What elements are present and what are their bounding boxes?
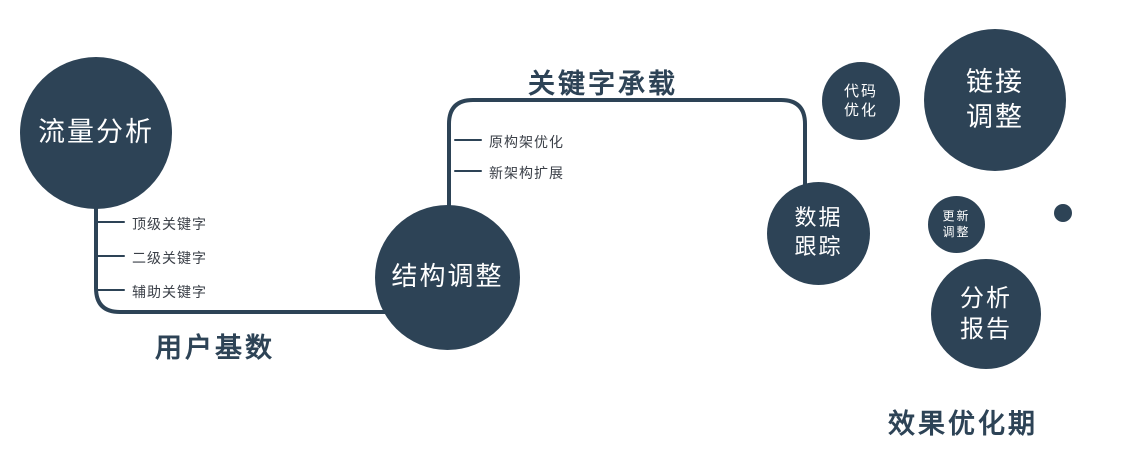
- node-data-tracking: 数据 跟踪: [767, 182, 870, 285]
- branch-original-arch-optimize: 原构架优化: [489, 135, 564, 151]
- edge-traffic-to-structure: [94, 188, 388, 314]
- node-analysis-report-line1: 分析: [960, 283, 1012, 312]
- node-link-adjust: 链接 调整: [924, 29, 1066, 171]
- branch-new-arch-expand: 新架构扩展: [489, 166, 564, 182]
- node-code-optimize-line1: 代码: [843, 81, 878, 100]
- node-code-optimize-line2: 优化: [843, 101, 878, 119]
- node-data-tracking-line2: 跟踪: [794, 234, 843, 260]
- node-traffic-analysis-label: 流量分析: [38, 117, 154, 149]
- node-update-adjust-line2: 调整: [942, 224, 971, 239]
- branch-second-keywords: 二级关键字: [132, 251, 207, 267]
- node-data-tracking-line1: 数据: [794, 205, 843, 231]
- node-update-adjust: 更新 调整: [928, 196, 985, 253]
- edge-structure-to-tracking: [447, 98, 807, 214]
- branch-top-keywords: 顶级关键字: [132, 217, 207, 233]
- node-analysis-report-line2: 报告: [960, 315, 1012, 343]
- node-structure-adjust: 结构调整: [375, 205, 520, 350]
- edge-label-keyword-carry: 关键字承载: [528, 69, 678, 100]
- phase-label-effect-optimization: 效果优化期: [888, 409, 1038, 440]
- node-link-adjust-line2: 调整: [966, 102, 1024, 133]
- node-link-adjust-line1: 链接: [966, 66, 1024, 98]
- node-traffic-analysis: 流量分析: [20, 57, 172, 209]
- node-code-optimize: 代码 优化: [822, 62, 900, 140]
- node-analysis-report: 分析 报告: [931, 259, 1041, 369]
- edge-label-user-base: 用户基数: [155, 333, 275, 364]
- node-structure-adjust-label: 结构调整: [391, 261, 504, 292]
- node-update-adjust-line1: 更新: [942, 208, 971, 223]
- branch-aux-keywords: 辅助关键字: [132, 285, 207, 301]
- dot-node: [1054, 204, 1072, 222]
